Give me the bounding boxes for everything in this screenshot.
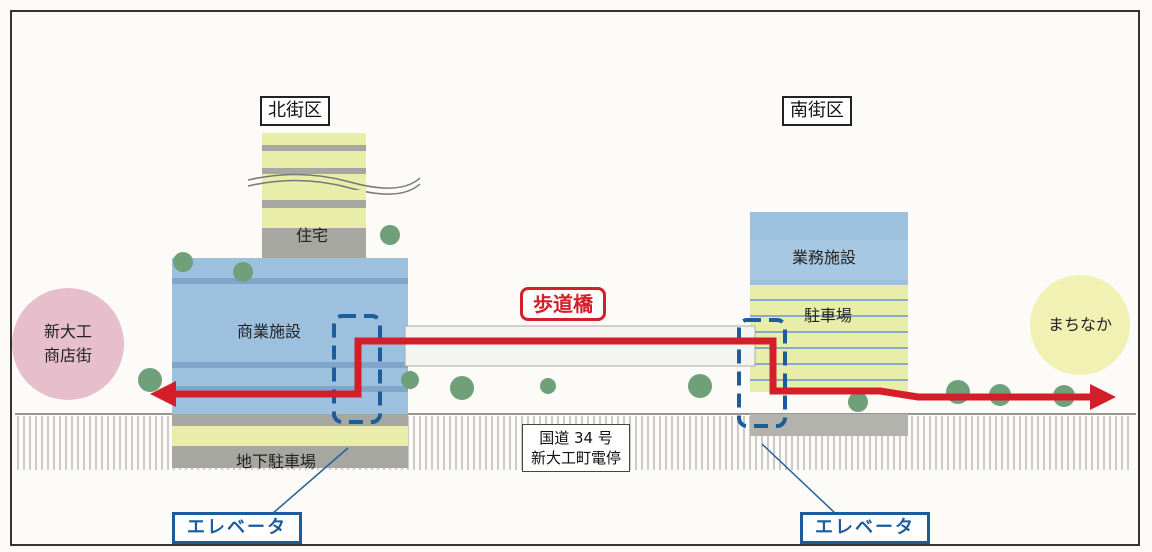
right-destination-circle	[1030, 275, 1130, 375]
tram-stop-name: 新大工町電停	[531, 449, 622, 467]
road-label: 国道 34 号 新大工町電停	[522, 424, 631, 472]
north-district-label: 北街区	[260, 96, 330, 126]
left-destination-circle	[12, 288, 124, 400]
north-building	[172, 133, 421, 468]
left-destination-label: 新大工 商店街	[34, 320, 102, 368]
housing-label: 住宅	[296, 226, 329, 245]
right-destination-label: まちなか	[1047, 315, 1112, 334]
south-district-label: 南街区	[782, 96, 852, 126]
pedestrian-route	[150, 337, 1116, 410]
parking-label: 駐車場	[804, 306, 853, 325]
left-destination-line-2: 商店街	[43, 346, 92, 365]
underground-parking-label: 地下駐車場	[236, 452, 317, 471]
elevator-left-outline	[332, 314, 382, 424]
elevator-right-label: エレベータ	[800, 512, 930, 544]
left-destination-line-1: 新大工	[43, 322, 92, 341]
road-name: 国道 34 号	[539, 429, 613, 447]
elevator-left-label: エレベータ	[172, 512, 302, 544]
elevator-right-outline	[737, 318, 787, 428]
elevator-left-leader	[271, 447, 349, 515]
bridge-deck	[404, 325, 756, 367]
south-building	[750, 212, 908, 436]
commercial-label: 商業施設	[237, 322, 302, 341]
pedestrian-bridge-label: 歩道橋	[520, 287, 606, 321]
elevator-right-leader	[761, 443, 837, 515]
business-label: 業務施設	[792, 248, 857, 267]
